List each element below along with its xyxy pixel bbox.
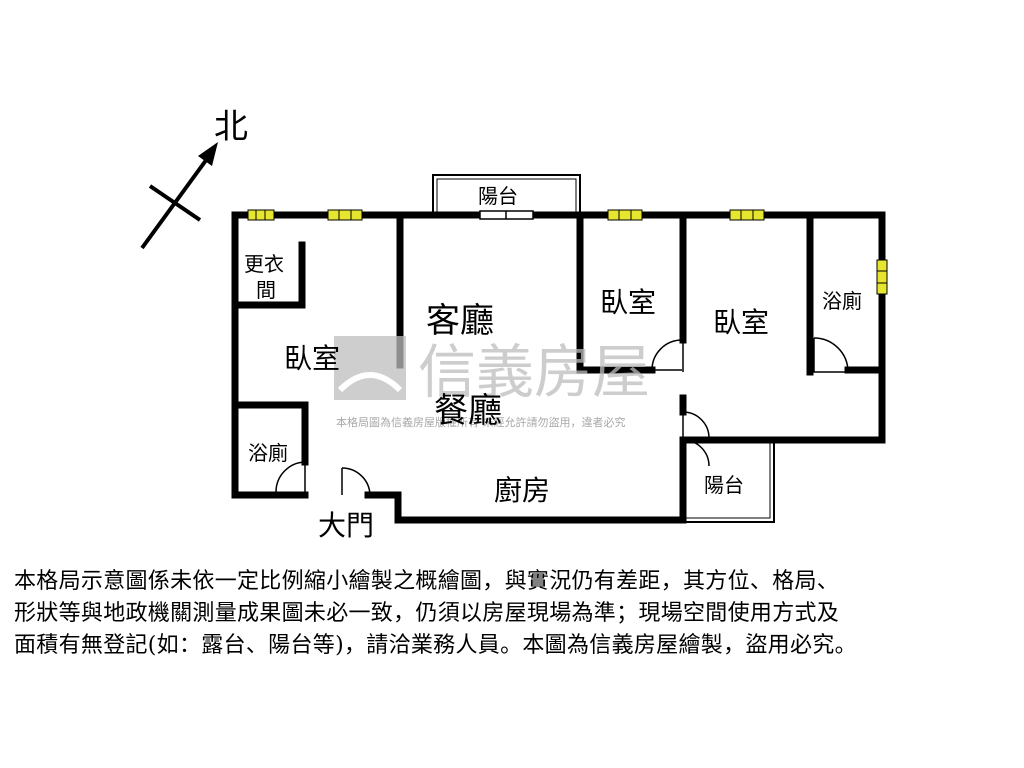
watermark-notice: 本格局圖為信義房屋版權所有 未經允許請勿盜用，違者必究 [336,415,626,429]
balcony-right [683,440,775,523]
windows [247,209,888,295]
disclaimer-text: 本格局示意圖係未依一定比例縮小繪製之概繪圖，與實況仍有差距，其方位、格局、 形狀… [14,566,1014,662]
label-bath-left: 浴廁 [248,441,288,465]
window [247,209,275,221]
disclaimer-line: 本格局示意圖係未依一定比例縮小繪製之概繪圖，與實況仍有差距，其方位、格局、 [14,569,840,594]
window [876,259,888,295]
window [729,209,765,221]
window [607,209,643,221]
label-kitchen: 廚房 [494,474,550,507]
balcony-top [432,174,581,215]
label-bedroom-middle: 臥室 [600,286,656,319]
compass-arrow-head [198,142,218,166]
label-balcony-top: 陽台 [478,184,518,208]
doors [275,337,849,496]
watermark: 信義房屋 本格局圖為信義房屋版權所有 未經允許請勿盜用，違者必究 [334,336,650,429]
sliding-door-top [479,210,534,220]
label-dressing-room: 更衣 [244,252,284,276]
label-entrance: 大門 [318,509,374,542]
label-bedroom-right: 臥室 [713,306,769,339]
window-mullions [255,210,887,284]
room-labels: 陽台 更衣 間 臥室 客廳 餐廳 臥室 臥室 浴廁 浴廁 廚房 陽台 大門 [244,184,862,542]
watermark-brand: 信義房屋 [418,338,650,406]
label-balcony-right: 陽台 [704,473,744,497]
compass-arrow-shaft [140,150,214,250]
north-compass: 北 [140,107,248,250]
compass-cross-bar [148,184,202,222]
label-dressing-room-2: 間 [256,278,276,302]
label-bedroom-left: 臥室 [284,342,340,375]
watermark-logo-icon [334,336,406,400]
label-living-room: 客廳 [426,301,494,341]
disclaimer-line: 面積有無登記(如：露台、陽台等)，請洽業務人員。本圖為信義房屋繪製，盜用必究。 [14,633,857,658]
label-dining-room: 餐廳 [434,391,502,431]
label-bath-right: 浴廁 [822,289,862,313]
window [327,209,363,221]
compass-north-label: 北 [214,107,248,147]
disclaimer-line: 形狀等與地政機關測量成果圖未必一致，仍須以房屋現場為準；現場空間使用方式及 [14,601,840,626]
